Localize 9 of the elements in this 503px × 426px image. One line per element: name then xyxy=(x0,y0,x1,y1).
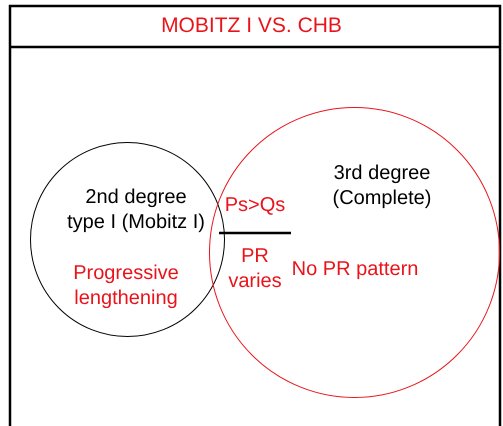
heading: 2nd degree type I (Mobitz I) xyxy=(66,185,206,235)
description: Progressive lengthening xyxy=(72,261,180,311)
description: No PR pattern xyxy=(290,257,420,282)
circle xyxy=(209,107,500,398)
title: MOBITZ I VS. CHB xyxy=(160,13,343,38)
overlap-text: Ps>Qs xyxy=(224,193,286,218)
heading: 3rd degree (Complete) xyxy=(332,161,432,211)
circle xyxy=(30,142,225,337)
overlap-text: PR varies xyxy=(227,244,283,294)
